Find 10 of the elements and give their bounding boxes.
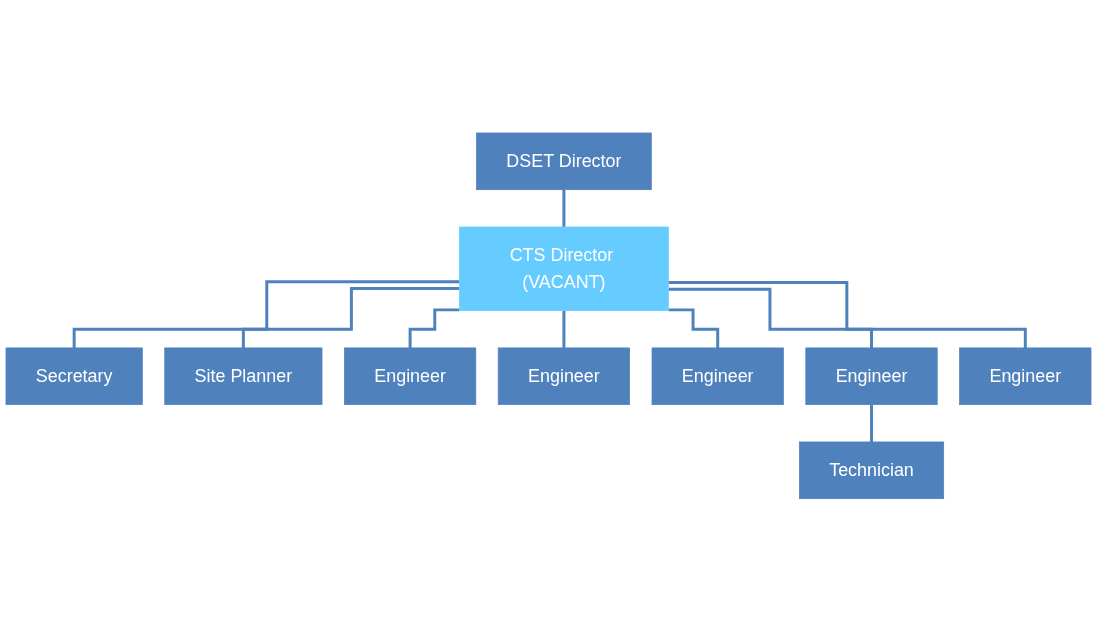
node-box: DSET Director: [476, 132, 652, 190]
node-box: CTS Director (VACANT): [459, 226, 669, 311]
node-box: Site Planner: [164, 347, 323, 405]
node-box: Technician: [798, 441, 945, 499]
node-box: Engineer: [959, 347, 1092, 405]
node-box: Engineer: [651, 347, 784, 405]
node-box: Engineer: [805, 347, 938, 405]
node-box: Secretary: [5, 347, 143, 405]
node-box: Engineer: [497, 347, 630, 405]
node-box: Engineer: [344, 347, 477, 405]
